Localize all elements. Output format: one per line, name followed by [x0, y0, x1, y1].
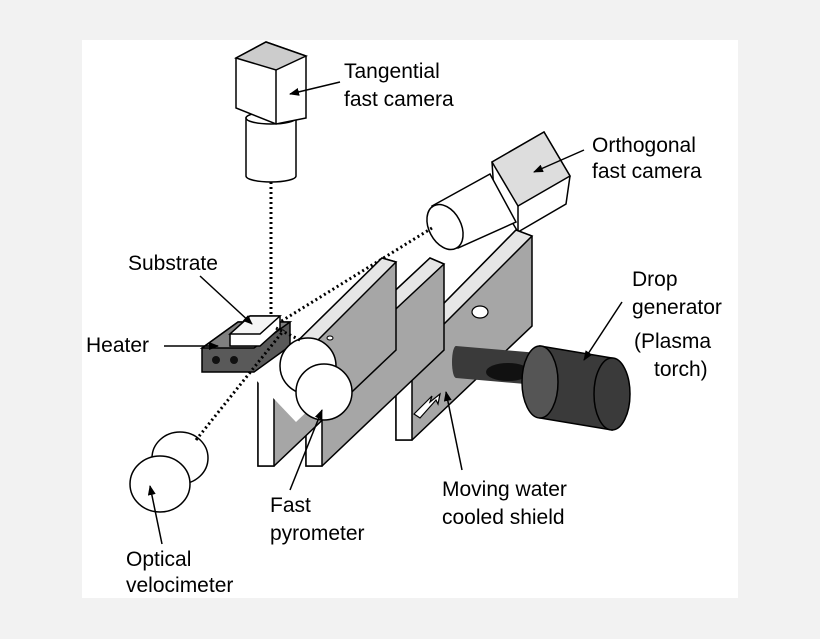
arrow-optical-velocimeter: [147, 485, 163, 545]
orthogonal-camera: [426, 130, 572, 251]
label-orthogonal-camera-line1: Orthogonal: [592, 134, 696, 157]
label-fast-pyrometer-line2: pyrometer: [270, 522, 365, 545]
arrow-drop-generator: [583, 301, 623, 361]
drop-generator-torch: [452, 345, 631, 431]
label-moving-shield-line2: cooled shield: [442, 506, 565, 529]
label-drop-generator-line2: generator: [632, 296, 722, 319]
arrow-tangential-camera: [289, 81, 341, 96]
arrow-moving-shield: [443, 391, 463, 471]
velocimeter-sight-line: [194, 329, 286, 441]
arrow-substrate: [199, 275, 253, 325]
label-drop-generator-line1: Drop: [632, 268, 678, 291]
label-optical-velocimeter-line2: velocimeter: [126, 574, 233, 597]
label-drop-generator-line4: torch): [654, 358, 708, 381]
label-heater: Heater: [86, 334, 149, 357]
label-optical-velocimeter-line1: Optical: [126, 548, 191, 571]
label-fast-pyrometer-line1: Fast: [270, 494, 311, 517]
tangential-camera: [234, 41, 308, 183]
arrow-fast-pyrometer: [289, 409, 323, 491]
label-drop-generator-line3: (Plasma: [634, 330, 711, 353]
label-moving-shield-line1: Moving water: [442, 478, 567, 501]
label-tangential-camera-line1: Tangential: [344, 60, 440, 83]
fast-pyrometer: [256, 337, 353, 422]
optical-velocimeter: [129, 431, 209, 513]
label-orthogonal-camera-line2: fast camera: [592, 160, 702, 183]
label-substrate: Substrate: [128, 252, 218, 275]
arrow-orthogonal-camera: [533, 149, 585, 173]
label-tangential-camera-line2: fast camera: [344, 88, 454, 111]
